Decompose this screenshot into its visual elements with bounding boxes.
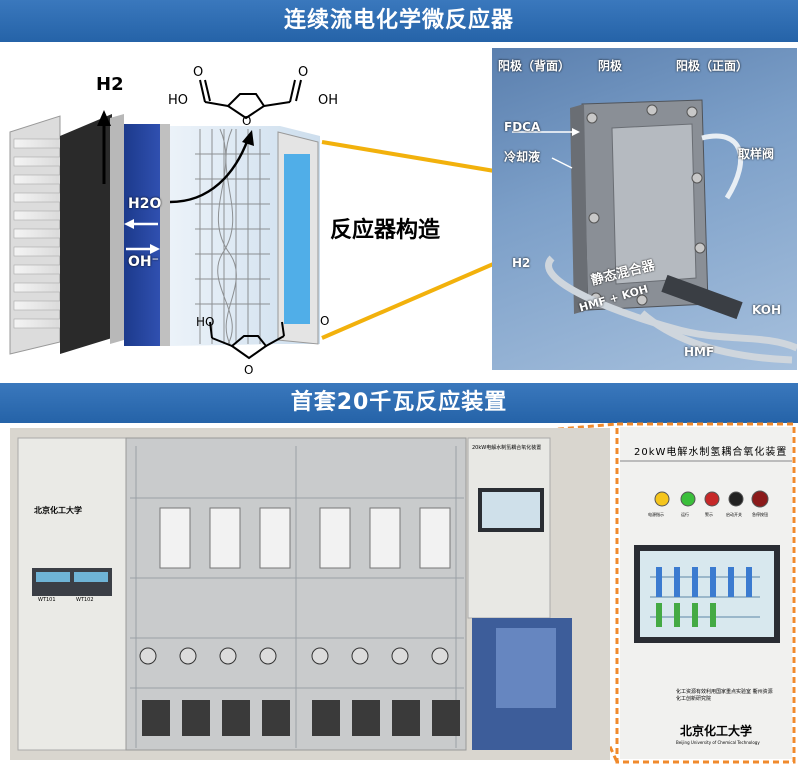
svg-text:O: O	[298, 65, 308, 80]
cathode-label: 阴极	[598, 59, 623, 73]
meter-1-label: WT101	[38, 597, 56, 603]
meter-2-label: WT102	[76, 597, 94, 603]
indicator-run-label: 运行	[681, 512, 689, 517]
h2o-label: H2O	[128, 196, 162, 212]
device-photo	[10, 428, 610, 760]
koh-label: KOH	[752, 303, 782, 317]
bottom-banner-title: 首套20千瓦反应装置	[0, 383, 798, 423]
h2-outlet-label: H2	[512, 256, 531, 270]
device-logo-text: 北京化工大学	[34, 506, 82, 515]
oh-label: OH⁻	[128, 254, 160, 270]
sample-valve-label: 取样阀	[738, 147, 775, 161]
reactor-schematic: O O O O	[0, 44, 480, 382]
anode-front-label: 阳极（正面）	[676, 59, 749, 73]
device-small-header: 20kW电解水制氢耦合氧化装置	[472, 445, 542, 451]
top-banner-title: 连续流电化学微反应器	[0, 0, 798, 42]
svg-text:O: O	[193, 65, 203, 80]
hmf-label: HMF	[684, 345, 715, 359]
control-panel-zoom	[620, 427, 792, 759]
h2-label: H2	[96, 74, 124, 95]
porous-layer	[110, 114, 124, 344]
membrane	[124, 124, 160, 346]
anode-back-label: 阳极（背面）	[498, 59, 571, 73]
control-panel-logo: 北京化工大学	[680, 724, 753, 738]
ho-bottom-label: HO	[196, 315, 215, 329]
svg-text:O: O	[242, 114, 251, 128]
o-bottom-label: O	[320, 314, 330, 328]
schematic-drawing: O O O O	[9, 65, 320, 377]
fdca-molecule	[199, 79, 302, 120]
indicator-power-label: 电源指示	[648, 512, 664, 517]
reactor-structure-caption: 反应器构造	[330, 218, 441, 243]
control-panel-title: 20kW电解水制氢耦合氧化装置	[634, 447, 788, 458]
hmf-molecule	[209, 321, 285, 360]
fdca-label: FDCA	[504, 120, 541, 134]
indicator-warn-label: 警示	[705, 512, 713, 517]
oh-top-label: OH	[318, 93, 339, 108]
svg-text:O: O	[244, 363, 253, 377]
device-photo-drawing	[10, 428, 610, 760]
control-panel-org-text: 化工资源有效利用国家重点实验室 衢州资源化工创新研究院	[676, 689, 773, 702]
cathode-flow-plate	[9, 115, 95, 355]
ho-top-label: HO	[168, 93, 189, 108]
cathode-electrode	[60, 114, 112, 354]
indicator-start-label: 启动开关	[726, 512, 742, 517]
control-panel-drawing	[620, 460, 792, 643]
coolant-label: 冷却液	[504, 150, 541, 164]
reactor-photo-drawing	[512, 99, 797, 364]
reactor-photo	[492, 48, 797, 370]
control-panel-logo-en: Beijing University of Chemical Technolog…	[676, 740, 760, 745]
indicator-estop-label: 急停按钮	[752, 512, 768, 517]
